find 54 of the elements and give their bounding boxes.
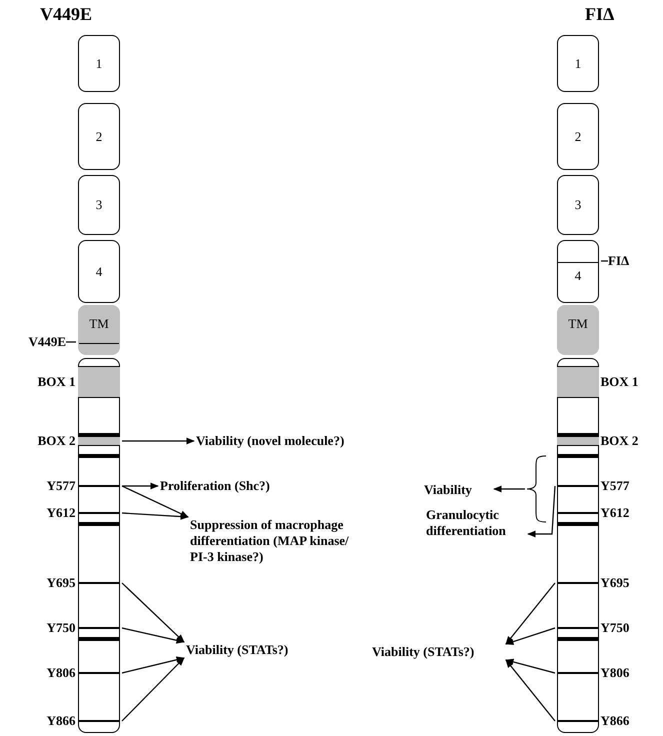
transmembrane-box: TM: [78, 305, 120, 355]
motif-label: BOX 2: [38, 432, 76, 448]
arrow: [505, 582, 556, 645]
outcome-label: Suppression of macrophage differentiation (MAP kinase/ PI-3 kinase?): [190, 517, 350, 565]
mutation-label: V449E: [12, 334, 66, 350]
residue-label: Y577: [600, 478, 630, 494]
residue-label: Y866: [46, 712, 76, 728]
leader-line: [66, 341, 76, 343]
domain-box: 2: [78, 103, 120, 170]
arrow: [122, 656, 185, 674]
residue-label: Y695: [600, 574, 630, 590]
outcome-label: Viability (STATs?): [372, 644, 504, 660]
outcome-label: Viability: [424, 482, 492, 498]
residue-label: Y750: [46, 620, 76, 636]
residue-label: Y750: [600, 620, 630, 636]
motif-label: BOX 1: [600, 374, 638, 390]
residue-label: Y612: [46, 504, 76, 520]
column-heading: FIΔ: [585, 4, 614, 25]
arrow: [122, 582, 185, 643]
residue-label: Y806: [46, 664, 76, 680]
motif-label: BOX 1: [38, 374, 76, 390]
motif-label: BOX 2: [600, 432, 638, 448]
residue-label: Y806: [600, 664, 630, 680]
arrow: [527, 486, 556, 538]
curly-brace: [526, 455, 546, 523]
residue-label: Y577: [46, 478, 76, 494]
column-heading: V449E: [40, 4, 92, 25]
arrow: [122, 657, 185, 722]
residue-label: Y866: [600, 712, 630, 728]
domain-box: 3: [78, 175, 120, 235]
arrow: [122, 438, 195, 444]
arrow: [505, 658, 556, 674]
arrow: [493, 486, 525, 492]
domain-box: 1: [78, 35, 120, 92]
arrow: [122, 482, 159, 490]
domain-box: 3: [557, 175, 599, 235]
domain-box: 2: [557, 103, 599, 170]
arrow: [122, 512, 189, 520]
outcome-label: Viability (novel molecule?): [196, 433, 371, 449]
residue-label: Y612: [600, 504, 630, 520]
leader-line: [601, 260, 608, 262]
outcome-label: Granulocytic differentiation: [426, 507, 526, 539]
domain-box: 4: [78, 240, 120, 303]
domain-box: 1: [557, 35, 599, 92]
residue-label: Y695: [46, 574, 76, 590]
outcome-label: Viability (STATs?): [186, 642, 336, 658]
arrow: [505, 627, 556, 645]
arrow: [505, 659, 556, 722]
outcome-label: Proliferation (Shc?): [160, 478, 290, 494]
transmembrane-box: TM: [557, 305, 599, 355]
arrow: [122, 485, 189, 518]
mutation-label: FIΔ: [608, 253, 648, 269]
domain-box: 4: [557, 240, 599, 303]
arrow: [122, 627, 185, 644]
